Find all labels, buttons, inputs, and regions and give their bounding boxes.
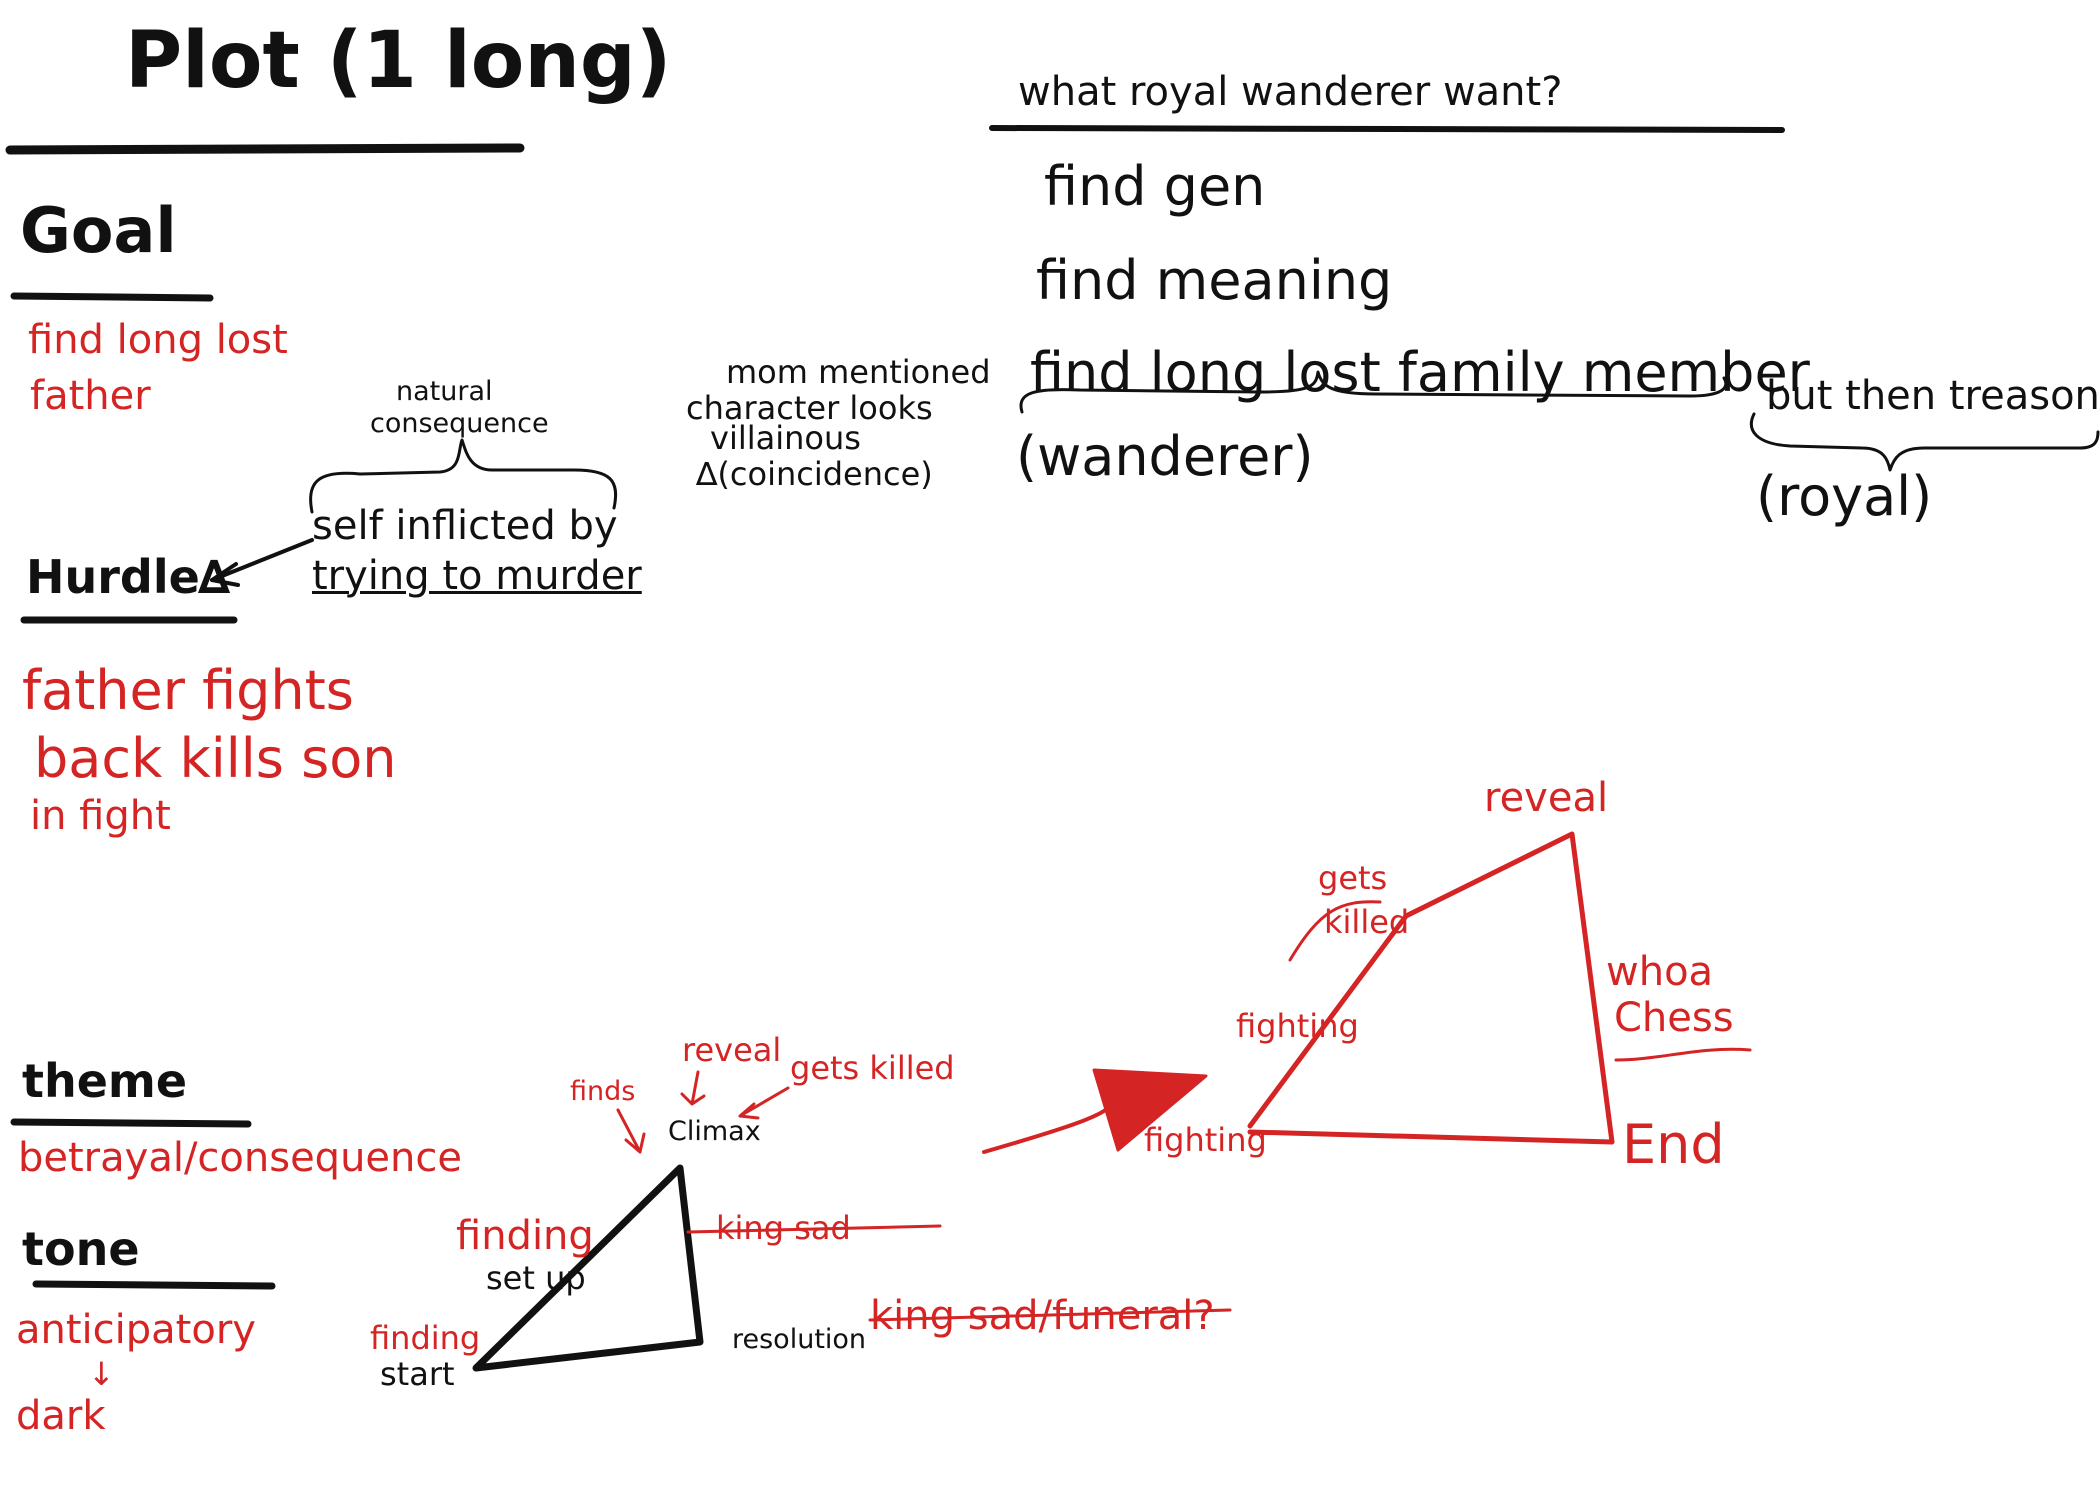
consequence-label: consequence <box>370 408 549 439</box>
big-arc-whoa: whoa <box>1606 949 1714 995</box>
big-arrow-head <box>1092 1068 1208 1152</box>
question-text: what royal wanderer want? <box>1018 69 1563 115</box>
big-arc-gets: gets <box>1318 859 1388 897</box>
royal-bracket <box>1749 412 2100 472</box>
gets-scribble <box>1288 900 1382 962</box>
theme-underline <box>10 1118 252 1128</box>
coincidence-label: ∆(coincidence) <box>696 455 933 493</box>
big-arc-reveal: reveal <box>1484 775 1609 821</box>
tone-underline <box>32 1280 276 1290</box>
funeral-strike <box>868 1308 1232 1322</box>
small-arc-king-sad: king sad <box>716 1209 851 1247</box>
hurdle-text-line1: father fights <box>22 659 354 722</box>
small-arc-line <box>472 1164 704 1372</box>
but-then-treason-label: but then treason <box>1766 373 2100 419</box>
self-inflicted-line1: self inflicted by <box>312 503 618 549</box>
consequence-bracket <box>309 438 618 514</box>
villainous-label: villainous <box>710 419 861 457</box>
big-arc-fighting-lower: fighting <box>1144 1121 1267 1159</box>
big-arc-chess: Chess <box>1614 995 1734 1041</box>
question-underline <box>989 125 1785 133</box>
royal-label: (royal) <box>1756 465 1933 528</box>
tone-heading: tone <box>22 1222 140 1276</box>
goal-text-line1: find long lost <box>28 317 288 363</box>
character-looks-label: character looks <box>686 389 933 427</box>
reveal-pointer <box>680 1070 706 1106</box>
hurdle-text-line2: back kills son <box>34 727 397 790</box>
hurdle-heading: Hurdle <box>26 550 200 604</box>
want-find-meaning: find meaning <box>1036 249 1393 312</box>
small-arc-king-sad-funeral: king sad/funeral? <box>870 1293 1215 1339</box>
hurdle-arrow <box>210 538 314 587</box>
wanderer-label: (wanderer) <box>1016 425 1314 488</box>
small-arc-climax: Climax <box>668 1116 761 1147</box>
big-arrow-shaft <box>982 1098 1114 1154</box>
want-find-gen: find gen <box>1044 155 1266 218</box>
small-arc-resolution: resolution <box>732 1324 867 1355</box>
title-underline <box>5 143 525 155</box>
big-arc-fighting-upper: fighting <box>1236 1007 1359 1045</box>
hurdle-delta-icon: ∆ <box>198 550 231 604</box>
goal-heading: Goal <box>20 194 177 267</box>
self-inflicted-line2: trying to murder <box>312 553 642 599</box>
mom-mentioned-label: mom mentioned <box>726 353 991 391</box>
big-arc-end: End <box>1622 1113 1725 1176</box>
small-arc-setup: set up <box>486 1259 586 1297</box>
small-arc-start: start <box>380 1355 455 1393</box>
want-find-family: find long lost family member <box>1030 341 1810 404</box>
big-arc-killed: killed <box>1324 903 1410 941</box>
page-title: Plot (1 long) <box>125 16 672 106</box>
theme-text: betrayal/consequence <box>18 1135 462 1181</box>
chess-squiggle <box>1614 1047 1752 1062</box>
small-arc-finds: finds <box>570 1076 636 1107</box>
goal-text-line2: father <box>30 373 151 419</box>
big-arc-line <box>1247 831 1615 1145</box>
wanderer-bracket <box>1019 370 1728 414</box>
getskilled-pointer <box>738 1086 790 1120</box>
small-arc-reveal: reveal <box>682 1031 782 1069</box>
tone-text2: dark <box>16 1393 106 1439</box>
theme-heading: theme <box>22 1054 188 1108</box>
tone-text: anticipatory <box>16 1307 256 1353</box>
finds-pointer <box>616 1108 646 1154</box>
tone-down-arrow-icon: ↓ <box>88 1355 115 1393</box>
hurdle-text-line3: in fight <box>30 793 171 839</box>
natural-label: natural <box>396 376 493 407</box>
goal-underline <box>10 292 214 302</box>
small-arc-finding-upper: finding <box>456 1213 594 1259</box>
small-arc-finding-lower: finding <box>370 1319 481 1357</box>
small-arc-gets-killed: gets killed <box>790 1049 955 1087</box>
king-sad-strike <box>686 1224 942 1234</box>
